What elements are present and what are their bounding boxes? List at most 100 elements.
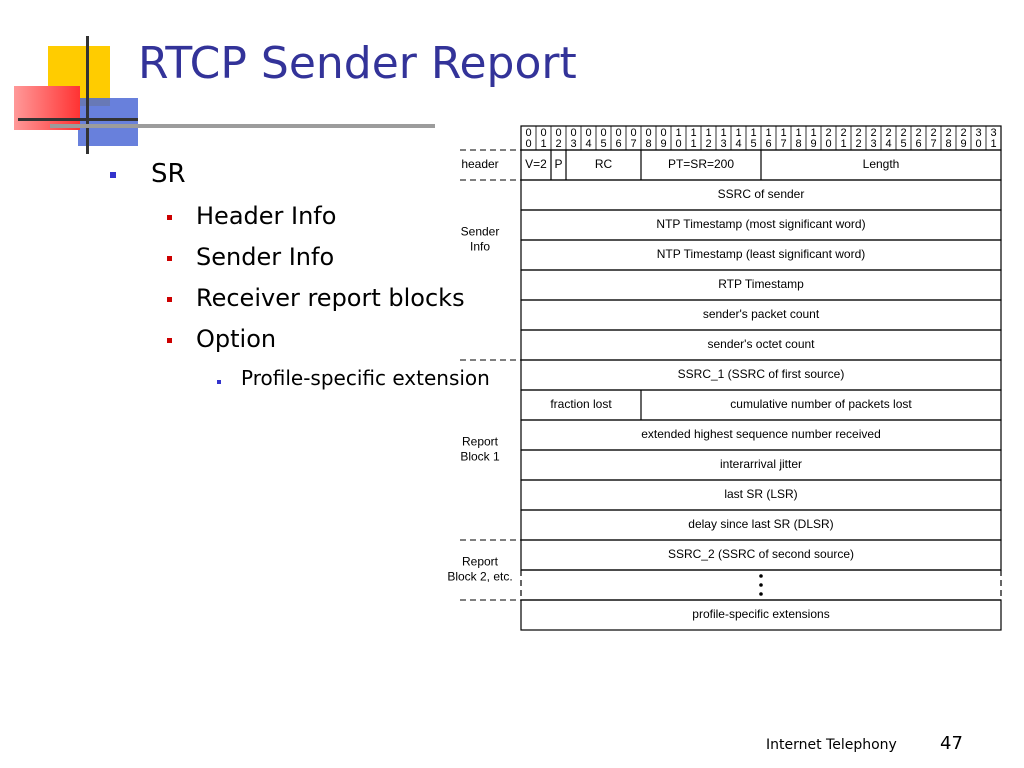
bit-number-units: 6 bbox=[915, 138, 921, 150]
section-label: Info bbox=[470, 240, 490, 254]
bit-number-tens: 0 bbox=[600, 127, 606, 139]
row-border bbox=[520, 599, 1002, 631]
bit-number-tens: 2 bbox=[945, 127, 951, 139]
bit-number-tens: 1 bbox=[705, 127, 711, 139]
bit-number-units: 1 bbox=[690, 138, 696, 150]
row-field-label: NTP Timestamp (most significant word) bbox=[656, 217, 865, 231]
bit-number-units: 0 bbox=[975, 138, 981, 150]
bit-number-units: 9 bbox=[810, 138, 816, 150]
bit-number-tens: 2 bbox=[930, 127, 936, 139]
row-field-label: RTP Timestamp bbox=[718, 277, 804, 291]
bit-number-tens: 1 bbox=[690, 127, 696, 139]
bit-number-tens: 2 bbox=[870, 127, 876, 139]
bit-number-tens: 2 bbox=[960, 127, 966, 139]
bit-number-units: 5 bbox=[750, 138, 756, 150]
logo-vertical-line bbox=[86, 36, 89, 154]
ellipsis-dot bbox=[759, 583, 763, 587]
bit-number-units: 6 bbox=[615, 138, 621, 150]
logo-red-square bbox=[14, 86, 80, 130]
header-field-label: PT=SR=200 bbox=[668, 157, 734, 171]
bullet-marker bbox=[167, 215, 172, 220]
row-field-label: SSRC of sender bbox=[718, 187, 805, 201]
bit-number-units: 2 bbox=[555, 138, 561, 150]
ellipsis-dot bbox=[759, 592, 763, 596]
section-label: Report bbox=[462, 435, 499, 449]
bit-number-tens: 0 bbox=[630, 127, 636, 139]
bit-number-units: 0 bbox=[675, 138, 681, 150]
row-field-label: interarrival jitter bbox=[720, 457, 802, 471]
bit-number-tens: 0 bbox=[585, 127, 591, 139]
row-field-label: profile-specific extensions bbox=[692, 607, 829, 621]
bit-number-units: 7 bbox=[630, 138, 636, 150]
bullet-text: Profile-specific extension bbox=[241, 366, 490, 390]
section-label: Block 2, etc. bbox=[447, 570, 512, 584]
bullet-text: Sender Info bbox=[196, 243, 335, 271]
bit-number-units: 7 bbox=[780, 138, 786, 150]
row-field-label: fraction lost bbox=[550, 397, 612, 411]
bit-number-tens: 2 bbox=[825, 127, 831, 139]
bit-number-tens: 1 bbox=[750, 127, 756, 139]
bit-number-tens: 1 bbox=[735, 127, 741, 139]
bullet-marker bbox=[167, 297, 172, 302]
bit-number-units: 0 bbox=[525, 138, 531, 150]
bit-number-units: 2 bbox=[705, 138, 711, 150]
logo-horizontal-line bbox=[18, 118, 138, 121]
bullet-marker bbox=[217, 380, 221, 384]
bit-number-units: 1 bbox=[990, 138, 996, 150]
bit-number-units: 4 bbox=[585, 138, 591, 150]
row-field-label: delay since last SR (DLSR) bbox=[688, 517, 833, 531]
section-label: Block 1 bbox=[460, 450, 500, 464]
bit-number-units: 1 bbox=[540, 138, 546, 150]
bit-number-tens: 2 bbox=[885, 127, 891, 139]
bit-number-units: 0 bbox=[825, 138, 831, 150]
bit-number-units: 3 bbox=[570, 138, 576, 150]
bit-number-tens: 0 bbox=[615, 127, 621, 139]
bit-number-tens: 1 bbox=[675, 127, 681, 139]
bit-number-tens: 2 bbox=[855, 127, 861, 139]
header-field-label: Length bbox=[863, 157, 900, 171]
bullet-text: Option bbox=[196, 325, 277, 353]
title-underline bbox=[50, 124, 435, 128]
bullet-text: Header Info bbox=[196, 202, 337, 230]
row-field-label: NTP Timestamp (least significant word) bbox=[657, 247, 866, 261]
bit-number-units: 9 bbox=[960, 138, 966, 150]
section-label: header bbox=[461, 157, 498, 171]
bit-number-units: 5 bbox=[600, 138, 606, 150]
ellipsis-dot bbox=[759, 574, 763, 578]
header-field-label: RC bbox=[595, 157, 613, 171]
bit-number-tens: 1 bbox=[795, 127, 801, 139]
row-field-label: SSRC_2 (SSRC of second source) bbox=[668, 547, 854, 561]
section-label: Report bbox=[462, 555, 499, 569]
slide-title: RTCP Sender Report bbox=[138, 38, 577, 89]
bit-number-units: 3 bbox=[870, 138, 876, 150]
bullet-marker bbox=[167, 256, 172, 261]
bit-number-units: 4 bbox=[735, 138, 741, 150]
row-field-label: sender's octet count bbox=[707, 337, 815, 351]
bullet-marker bbox=[167, 338, 172, 343]
row-field-label: last SR (LSR) bbox=[724, 487, 797, 501]
row-field-label: cumulative number of packets lost bbox=[730, 397, 912, 411]
bit-number-units: 3 bbox=[720, 138, 726, 150]
bullet-text: SR bbox=[151, 159, 186, 189]
section-label: Sender bbox=[461, 225, 500, 239]
bit-number-tens: 0 bbox=[570, 127, 576, 139]
footer-text: Internet Telephony bbox=[766, 737, 897, 753]
bit-number-units: 2 bbox=[855, 138, 861, 150]
header-field-label: P bbox=[554, 157, 562, 171]
bit-number-tens: 0 bbox=[525, 127, 531, 139]
bit-number-tens: 2 bbox=[840, 127, 846, 139]
bullet-marker bbox=[110, 172, 116, 178]
bit-number-tens: 1 bbox=[765, 127, 771, 139]
bit-number-units: 8 bbox=[795, 138, 801, 150]
bit-number-tens: 0 bbox=[645, 127, 651, 139]
bit-number-units: 4 bbox=[885, 138, 891, 150]
bit-number-units: 6 bbox=[765, 138, 771, 150]
bit-number-tens: 1 bbox=[810, 127, 816, 139]
bullet-text: Receiver report blocks bbox=[196, 284, 465, 312]
bit-number-units: 1 bbox=[840, 138, 846, 150]
bit-number-tens: 2 bbox=[900, 127, 906, 139]
row-field-label: SSRC_1 (SSRC of first source) bbox=[678, 367, 845, 381]
bit-number-tens: 3 bbox=[975, 127, 981, 139]
bit-number-units: 8 bbox=[945, 138, 951, 150]
row-field-label: extended highest sequence number receive… bbox=[641, 427, 881, 441]
